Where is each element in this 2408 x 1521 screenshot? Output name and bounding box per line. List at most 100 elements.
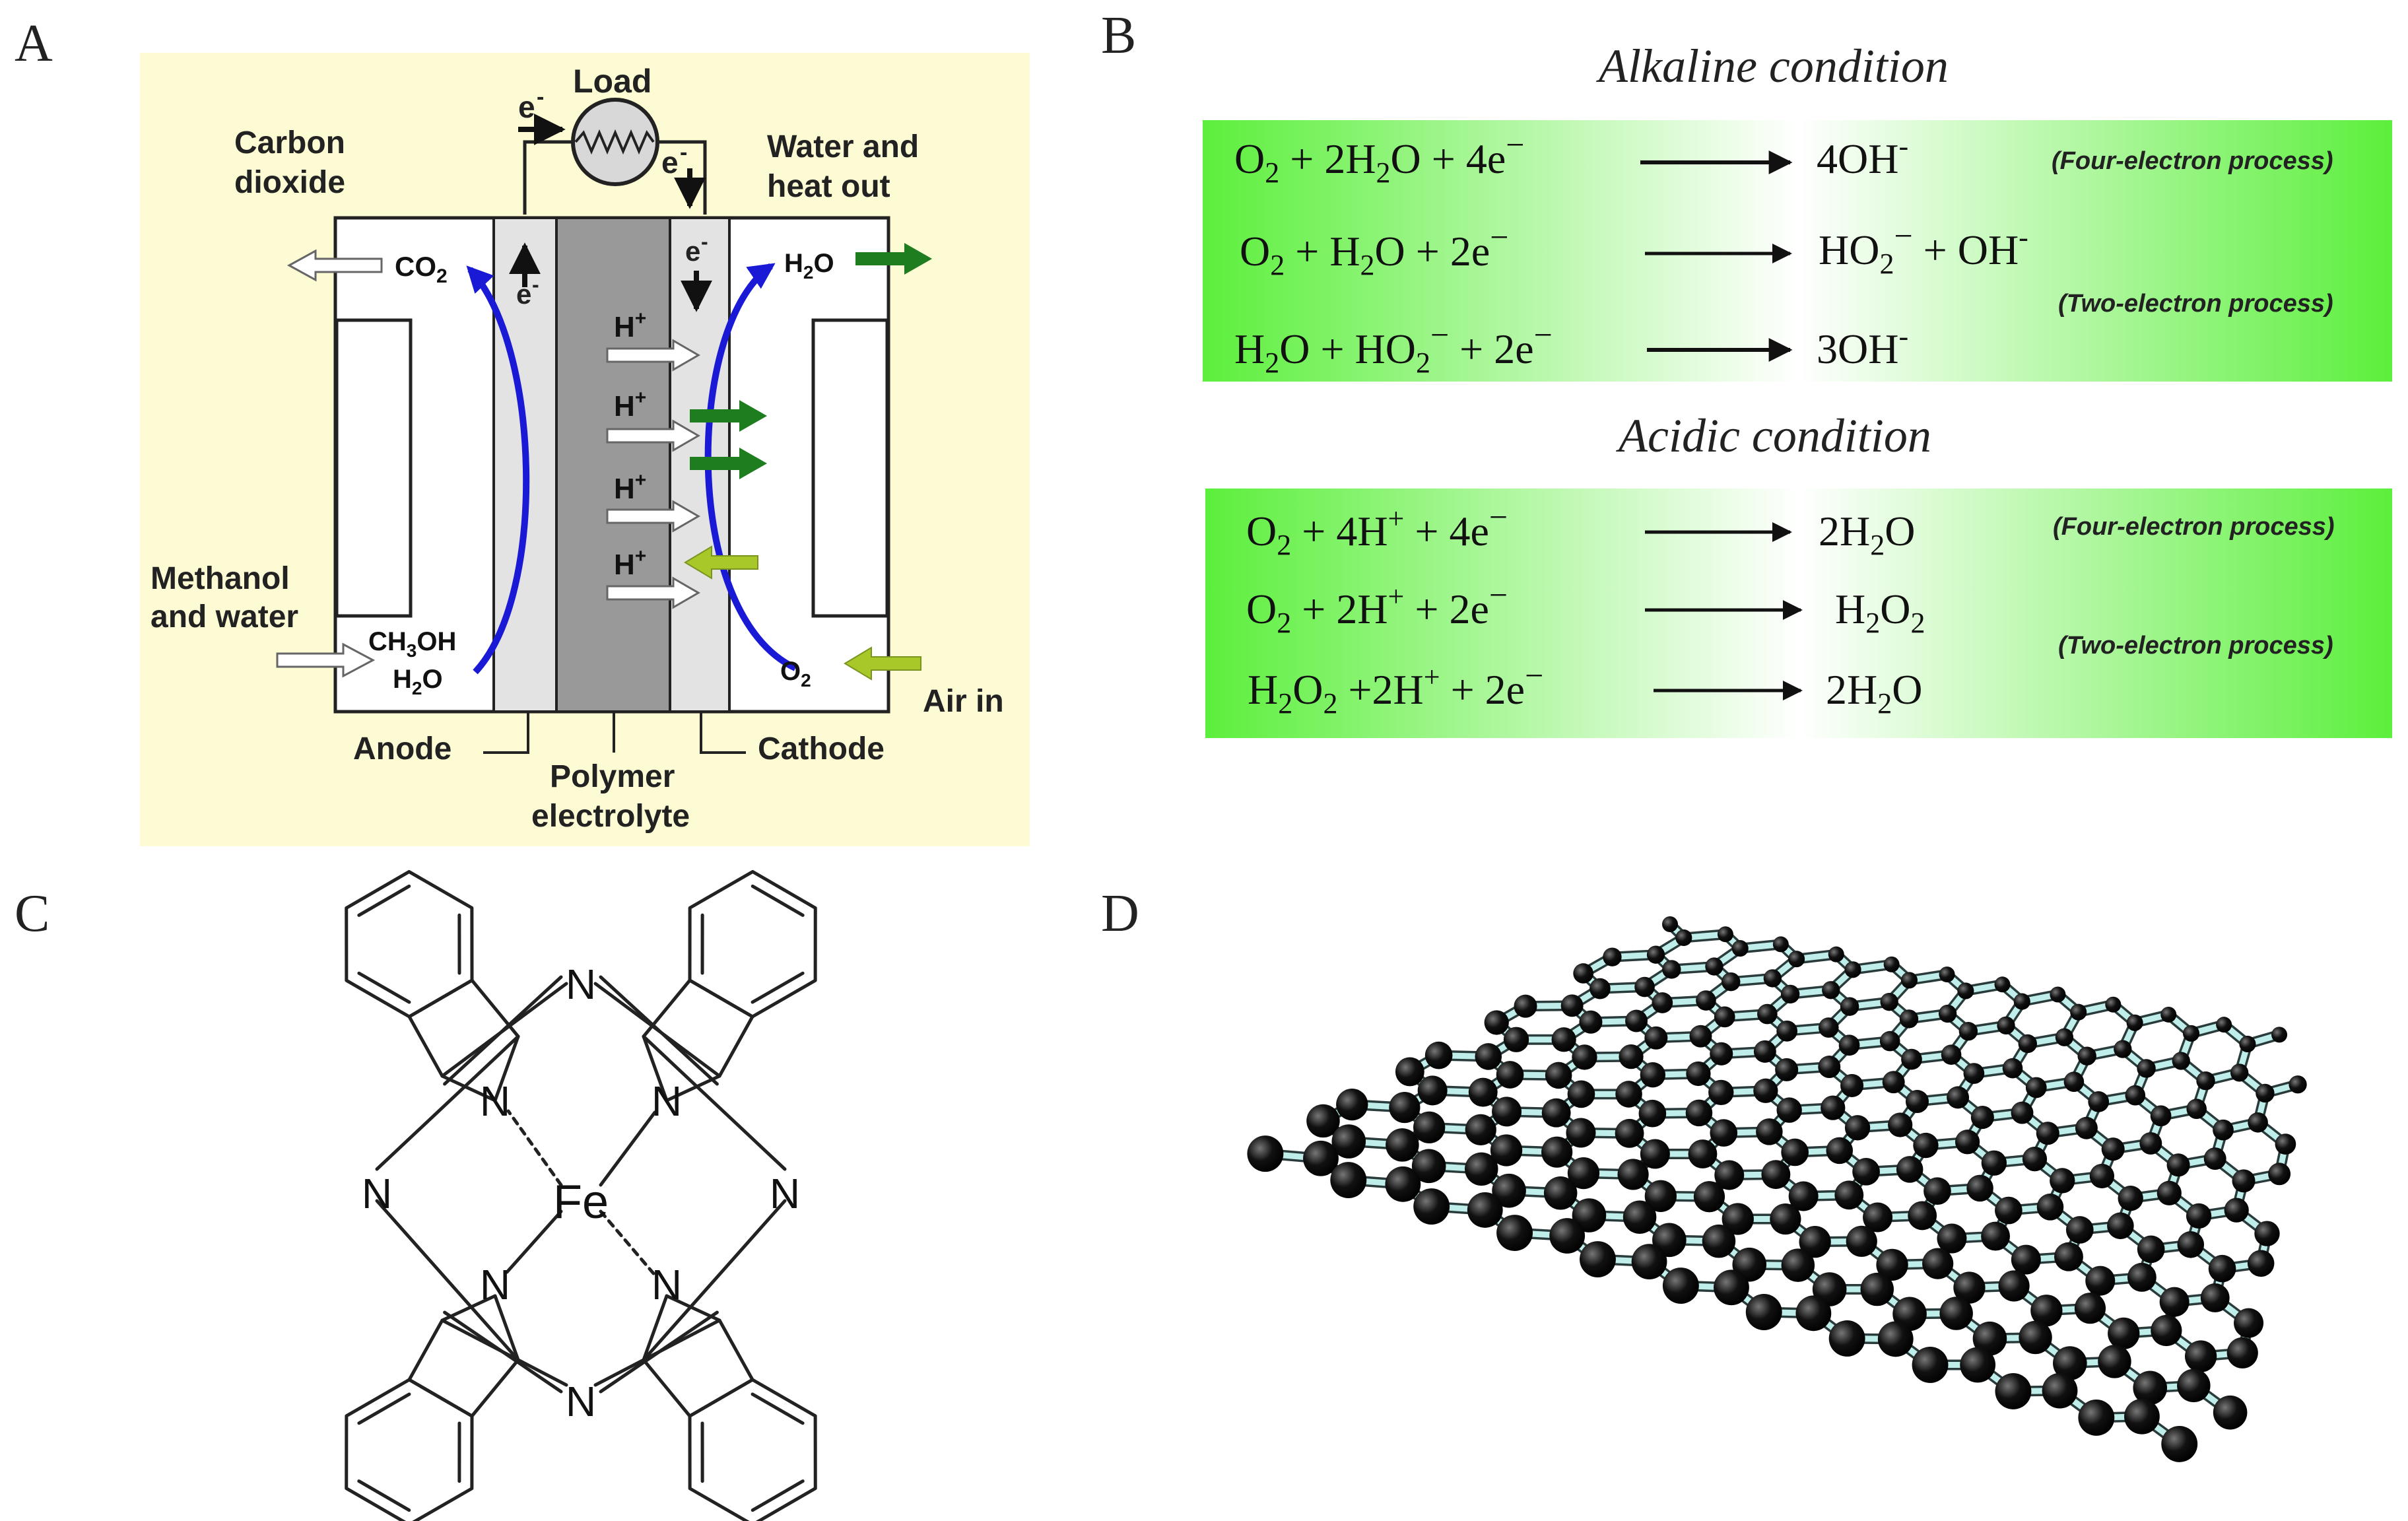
carbon-atom bbox=[1722, 972, 1741, 992]
svg-text:e: e bbox=[661, 145, 679, 180]
proton-arrow-icon bbox=[606, 419, 700, 452]
molecule-bond bbox=[357, 884, 411, 917]
carbon-atom bbox=[1939, 1297, 1973, 1330]
molecule-bond bbox=[599, 975, 719, 1086]
carbon-atom bbox=[2022, 1147, 2048, 1172]
carbon-atom bbox=[1662, 960, 1681, 979]
anode-pointer-line bbox=[483, 713, 529, 754]
carbon-atom bbox=[2098, 1345, 2131, 1378]
acidic-eq-1: O2 + 4H+ + 4e− 2H2O (Four-electron proce… bbox=[1246, 498, 2335, 561]
carbon-atom bbox=[1496, 1061, 1524, 1089]
carbon-atom bbox=[2161, 1425, 2198, 1462]
carbon-atom bbox=[1395, 1057, 1424, 1087]
molecule-bond bbox=[599, 1310, 719, 1394]
svg-text:O2 + H2O + 2e−: O2 + H2O + 2e− bbox=[1240, 219, 1508, 281]
carbon-atom bbox=[2275, 1133, 2296, 1155]
carbon-atom bbox=[1997, 1016, 2015, 1035]
carbon-atom bbox=[1413, 1188, 1450, 1225]
co2-exhaust-arrow-icon bbox=[286, 249, 383, 282]
carbon-atom bbox=[2089, 1163, 2114, 1189]
svg-text:H2O2: H2O2 bbox=[1835, 586, 1925, 639]
carbon-atom bbox=[2247, 1250, 2275, 1277]
nitrogen-label-bottom: N bbox=[566, 1378, 596, 1425]
carbon-atom bbox=[2108, 1317, 2140, 1350]
proton-item-4: H+ bbox=[606, 545, 700, 609]
svg-text:-: - bbox=[701, 230, 708, 254]
carbon-atom bbox=[2166, 1153, 2190, 1177]
carbon-atom bbox=[1795, 1295, 1832, 1332]
nitrogen-label-right: N bbox=[770, 1170, 800, 1217]
carbon-atom bbox=[1686, 1061, 1711, 1087]
carbon-atom bbox=[2159, 1287, 2190, 1317]
carbon-atom bbox=[1901, 1048, 1922, 1070]
carbon-atom bbox=[1883, 956, 1900, 972]
carbon-atom bbox=[2213, 1395, 2248, 1430]
carbon-atom bbox=[2042, 1372, 2078, 1409]
carbon-atom bbox=[1644, 1180, 1677, 1212]
molecule-bond bbox=[642, 1199, 787, 1362]
water-out-arrow-icon bbox=[855, 243, 932, 275]
nitrogen-label-top: N bbox=[566, 961, 596, 1008]
acidic-eq-3: H2O2 +2H+ + 2e− 2H2O bbox=[1248, 657, 1922, 720]
carbon-atom bbox=[1821, 1095, 1846, 1120]
carbon-atom bbox=[1644, 1026, 1668, 1050]
carbon-atom bbox=[1799, 1226, 1831, 1258]
benzene-ring bbox=[345, 1378, 474, 1521]
carbon-atom bbox=[1818, 1056, 1841, 1078]
svg-text:H2O + HO2− + 2e−: H2O + HO2− + 2e− bbox=[1234, 316, 1553, 379]
carbon-atom bbox=[1646, 945, 1665, 964]
carbon-atom bbox=[1963, 1063, 1985, 1084]
molecule-bond bbox=[642, 1358, 692, 1418]
carbon-atom bbox=[2137, 1059, 2156, 1078]
carbon-atom bbox=[2150, 1105, 2172, 1127]
carbon-atom bbox=[1615, 1081, 1642, 1108]
carbon-atom bbox=[1939, 966, 1955, 983]
carbon-atom bbox=[1386, 1128, 1419, 1162]
carbon-atom bbox=[2054, 1242, 2083, 1271]
carbon-atom bbox=[1580, 1241, 1616, 1277]
carbon-atom bbox=[2182, 1025, 2200, 1042]
carbon-atom bbox=[2127, 1262, 2157, 1292]
svg-text:H2O2 +2H+ + 2e−: H2O2 +2H+ + 2e− bbox=[1248, 657, 1543, 720]
panel-letter-c: C bbox=[15, 885, 50, 943]
carbon-atom bbox=[1888, 1112, 1913, 1137]
carbon-atom bbox=[2239, 1035, 2256, 1053]
carbon-atom bbox=[2063, 1071, 2085, 1092]
carbon-atom bbox=[1896, 1156, 1923, 1183]
carbon-atom bbox=[1417, 1075, 1448, 1106]
molecule-bond bbox=[357, 1479, 411, 1512]
carbon-atom bbox=[1937, 1223, 1967, 1254]
benzene-ring bbox=[688, 1378, 817, 1521]
carbon-atom bbox=[1573, 963, 1593, 984]
carbon-atom bbox=[1852, 1158, 1880, 1186]
air-in-label: Air in bbox=[923, 684, 1004, 719]
carbon-atom bbox=[1714, 1006, 1735, 1028]
carbon-atom bbox=[1905, 1089, 1929, 1114]
carbon-atom bbox=[2185, 1340, 2217, 1372]
carbon-atom bbox=[1702, 1224, 1736, 1258]
carbon-atom bbox=[1788, 1181, 1819, 1211]
carbon-atom bbox=[2050, 986, 2066, 1003]
carbon-atom bbox=[1775, 1058, 1799, 1081]
svg-text:2H2O: 2H2O bbox=[1819, 508, 1915, 561]
carbon-atom bbox=[1424, 1041, 1453, 1069]
svg-text:e: e bbox=[685, 236, 700, 267]
carbon-atom bbox=[1863, 1202, 1893, 1233]
carbon-atom bbox=[1331, 1124, 1366, 1159]
panel-letter-a: A bbox=[15, 15, 53, 73]
carbon-atom bbox=[2085, 1266, 2116, 1296]
molecule-bond bbox=[751, 1479, 805, 1512]
carbon-atom bbox=[1675, 929, 1692, 947]
proton-arrows: H+ H+ H+ H+ bbox=[606, 308, 700, 609]
electron-label-top-left: e - bbox=[518, 84, 544, 124]
carbon-atom bbox=[2025, 1077, 2047, 1098]
carbon-atom bbox=[1503, 1027, 1529, 1052]
acidic-title: Acidic condition bbox=[1616, 409, 1931, 462]
carbon-atom bbox=[2213, 1119, 2234, 1141]
svg-text:O2 + 2H2O + 4e−: O2 + 2H2O + 4e− bbox=[1234, 126, 1524, 189]
molecule-bond bbox=[493, 1034, 520, 1102]
carbon-atom bbox=[1960, 1347, 1996, 1383]
carbon-atom bbox=[1652, 992, 1673, 1013]
carbon-dioxide-label: Carbon bbox=[234, 125, 345, 160]
acidic-four-electron-label: (Four-electron process) bbox=[2053, 513, 2335, 541]
